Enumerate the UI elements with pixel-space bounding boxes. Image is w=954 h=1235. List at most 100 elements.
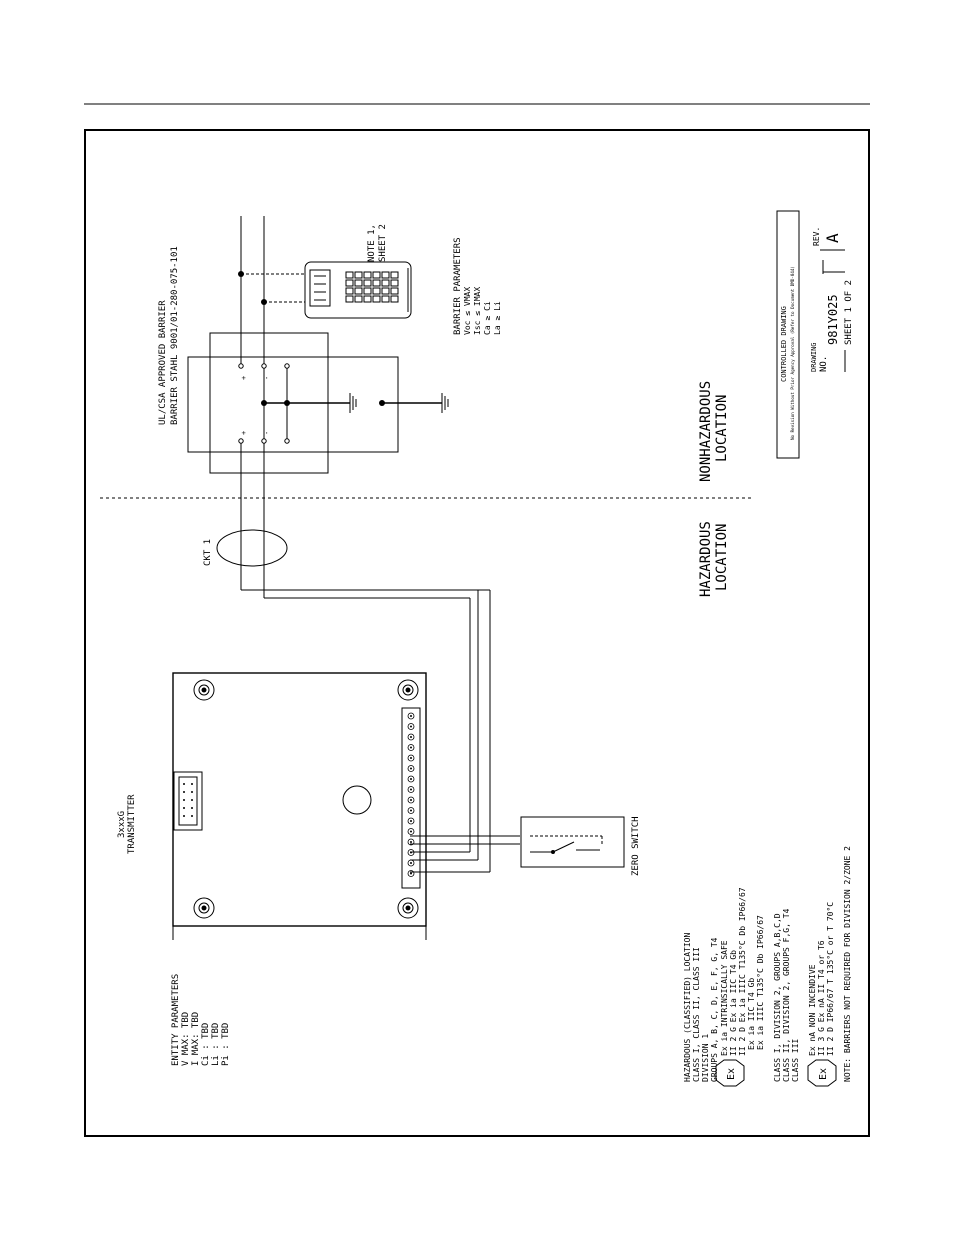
drawing-number: 981Y025 <box>826 294 840 345</box>
keypad-key <box>345 287 354 295</box>
keypad-key <box>390 271 399 279</box>
ex-na-line-2: II 2 D IP66/67 T 135°C or T 70°C <box>826 902 835 1056</box>
keypad-key <box>363 271 372 279</box>
terminal-pin <box>407 828 415 835</box>
keypad-key <box>372 279 381 287</box>
terminal-pin <box>407 733 415 741</box>
circuit-label: CKT 1 <box>203 539 213 566</box>
terminal-pin <box>407 807 415 814</box>
title-block: CONTROLLED DRAWING No Revision Without P… <box>776 210 854 459</box>
keypad-key <box>345 279 354 287</box>
terminal-pin-dot <box>410 767 412 770</box>
sheet-number: SHEET 1 OF 2 <box>844 280 854 345</box>
sheet-reference: SHEET 2 <box>378 224 388 262</box>
terminal-pin <box>407 817 415 825</box>
terminal-pin-dot <box>410 820 412 822</box>
barrier-parameter-ca: Ca ≥ Ci <box>483 301 492 335</box>
division2-line-1: CLASS I, DIVISION 2, GROUPS A,B,C,D <box>773 913 782 1082</box>
hazardous-class-title: HAZARDOUS (CLASSIFIED) LOCATION <box>683 933 692 1082</box>
zero-switch <box>520 816 625 868</box>
keypad-key <box>381 287 390 295</box>
approval-notes: HAZARDOUS (CLASSIFIED) LOCATION CLASS I,… <box>683 846 852 1087</box>
terminal-pin <box>407 765 415 772</box>
barrier-model: BARRIER STAHL 9001/01-280-075-101 <box>170 246 180 425</box>
keypad-key <box>381 295 390 303</box>
keypad-key <box>372 295 381 303</box>
terminal-strip <box>401 707 421 889</box>
terminal-pin-dot <box>410 809 412 812</box>
division2-line-2: CLASS II, DIVISION 2, GROUPS F,G, T4 <box>782 908 791 1082</box>
entity-parameters: ENTITY PARAMETERS V MAX: TBD I MAX: TBD … <box>171 974 231 1066</box>
entity-li: Li : TBD <box>211 1023 221 1066</box>
keypad-key <box>372 271 381 279</box>
ground-icon <box>441 393 449 413</box>
drawing-label: DRAWING <box>810 342 818 372</box>
barrier-flange <box>187 356 399 453</box>
keypad-key <box>381 279 390 287</box>
keypad-key <box>354 295 363 303</box>
barrier-parameter-voc: Voc ≤ VMAX <box>463 287 472 335</box>
terminal-pin-dot <box>410 872 412 875</box>
terminal-pin <box>407 838 415 846</box>
terminal-pin-dot <box>410 736 412 738</box>
zero-switch-label: ZERO SWITCH <box>631 816 641 876</box>
keypad-key <box>345 271 354 279</box>
nonhazardous-label: NONHAZARDOUS <box>698 381 714 482</box>
entity-parameters-title: ENTITY PARAMETERS <box>171 974 181 1066</box>
ground-icon <box>349 393 357 413</box>
ex-na-title: Ex nA NON INCENDIVE <box>808 964 817 1056</box>
barrier-plus-top: + <box>240 376 248 380</box>
ex-ia-line-2: II 2 D Ex ia IIIC T135°C Db IP66/67 <box>738 887 747 1056</box>
keypad-key <box>363 287 372 295</box>
terminal-pin-dot <box>410 725 412 728</box>
entity-imax: I MAX: TBD <box>191 1012 201 1066</box>
no-revision-note: No Revision Without Prior Agency Approva… <box>790 266 795 440</box>
terminal-pin-dot <box>410 778 412 780</box>
terminal-pin <box>407 786 415 793</box>
entity-vmax: V MAX: TBD <box>181 1012 191 1066</box>
barrier-minus-bottom: - <box>263 431 271 435</box>
barrier-parameters-title: BARRIER PARAMETERS <box>453 237 463 335</box>
rev-label: REV. <box>812 227 821 246</box>
keypad-key <box>354 287 363 295</box>
terminal-pin-dot <box>410 799 412 801</box>
transmitter-model: 3xxxG <box>117 811 127 838</box>
hazardous-location-label: LOCATION <box>714 524 730 591</box>
ex-ia-line-1: II 2 G Ex ia IIC T4 Gb <box>729 950 738 1056</box>
rev-value: A <box>823 233 842 243</box>
barrier-parameter-la: La ≥ Li <box>493 301 502 335</box>
barrier-parameter-isc: Isc ≤ IMAX <box>473 287 482 335</box>
barrier-note: NOTE: BARRIERS NOT REQUIRED FOR DIVISION… <box>843 846 852 1082</box>
barrier-plus-bottom: + <box>240 431 248 435</box>
terminal-pin <box>407 723 415 730</box>
keypad-key <box>345 295 354 303</box>
ex-na-line-1: II 3 G Ex nA II T4 or T6 <box>817 940 826 1056</box>
keypad-key <box>363 279 372 287</box>
terminal-pin-dot <box>410 788 412 791</box>
nonhazardous-location-label: LOCATION <box>714 395 730 462</box>
terminal-pin <box>407 796 415 804</box>
terminal-pin-dot <box>410 715 412 717</box>
keypad-key <box>363 295 372 303</box>
terminal-pin <box>407 775 415 783</box>
hazardous-class-line: CLASS I, CLASS II, CLASS III <box>692 947 701 1082</box>
terminal-pin-dot <box>410 862 412 864</box>
controlled-drawing: CONTROLLED DRAWING <box>780 306 788 382</box>
terminal-pin-dot <box>410 746 412 749</box>
hazardous-label: HAZARDOUS <box>698 521 714 597</box>
barrier: + - + - <box>187 332 449 474</box>
ex-hexagon-icon: Ex <box>807 1059 837 1087</box>
note-reference: NOTE 1, <box>367 224 377 262</box>
handheld-communicator-icon <box>304 261 412 319</box>
hazardous-division-line: DIVISION 1 <box>701 1034 710 1082</box>
barrier-minus-top: - <box>263 376 271 380</box>
terminal-pin-dot <box>410 841 412 843</box>
terminal-pin-dot <box>410 757 412 759</box>
ex-ia-title: Ex ia INTRINSICALLY SAFE <box>720 940 729 1056</box>
barrier-title: UL/CSA APPROVED BARRIER <box>158 300 168 425</box>
terminal-pin <box>407 744 415 751</box>
terminal-pin <box>407 712 415 720</box>
drawing-no-label: NO. <box>819 356 829 372</box>
terminal-pin-dot <box>410 830 412 833</box>
